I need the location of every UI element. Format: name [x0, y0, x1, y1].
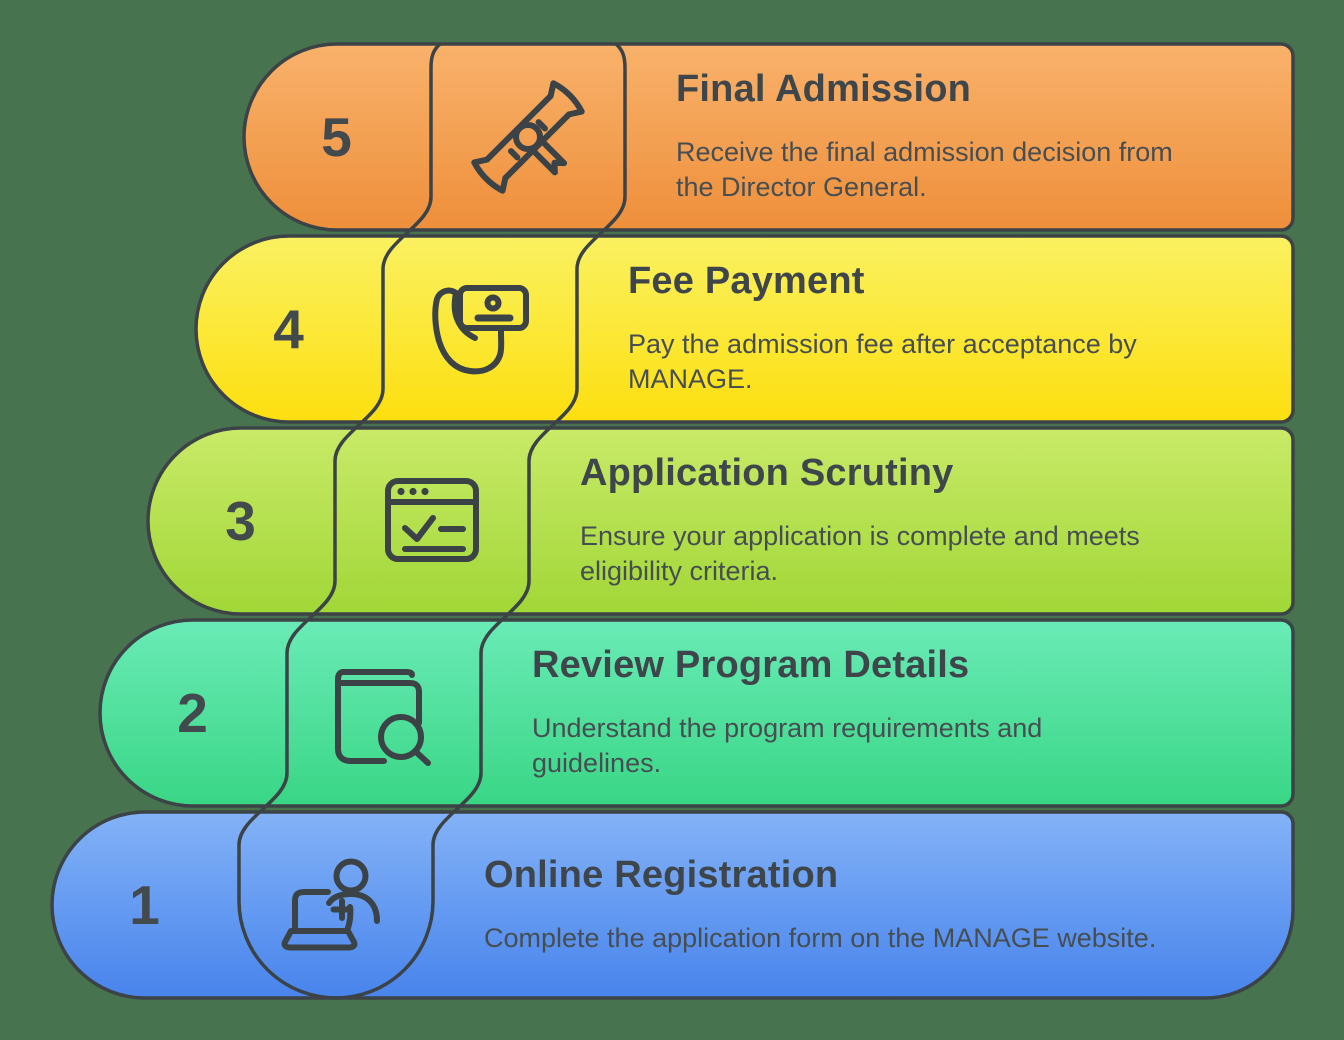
step-number-4: 4: [273, 298, 304, 360]
step-description: Ensure your application is complete and …: [580, 521, 1140, 586]
step-title: Online Registration: [484, 853, 839, 896]
person-laptop-registration-icon: [281, 858, 380, 951]
step-text-online-registration: Online Registration Complete the applica…: [484, 812, 1270, 998]
step-text-review-program-details: Review Program Details Understand the pr…: [532, 620, 1270, 806]
step-row-application-scrutiny: [146, 426, 1295, 616]
step-number-5: 5: [321, 106, 352, 168]
step-description: Pay the admission fee after acceptance b…: [628, 329, 1137, 394]
step-title: Fee Payment: [628, 260, 865, 302]
diploma-icon: [471, 80, 585, 194]
shapes-layer: [50, 42, 1295, 1000]
step-description: Receive the final admission decision fro…: [676, 137, 1173, 202]
step-number-2: 2: [177, 682, 208, 744]
step-number-3: 3: [225, 490, 256, 552]
book-search-icon: [335, 669, 431, 766]
step-text-application-scrutiny: Application Scrutiny Ensure your applica…: [580, 428, 1270, 614]
icons-layer: [281, 80, 585, 951]
step-title: Review Program Details: [532, 644, 970, 686]
step-title: Application Scrutiny: [580, 452, 954, 494]
step-description: Understand the program requirements and …: [532, 713, 1043, 778]
step-description: Complete the application form on the MAN…: [484, 922, 1157, 953]
step-row-online-registration: [50, 810, 1295, 1000]
hand-payment-card-icon: [432, 285, 529, 375]
step-text-fee-payment: Fee Payment Pay the admission fee after …: [628, 236, 1270, 422]
step-row-fee-payment: [194, 234, 1295, 424]
step-text-final-admission: Final Admission Receive the final admiss…: [676, 44, 1270, 230]
divider-curve-track: [237, 42, 627, 1000]
application-checklist-icon: [385, 478, 479, 562]
step-number-1: 1: [129, 874, 160, 936]
step-title: Final Admission: [676, 68, 972, 110]
